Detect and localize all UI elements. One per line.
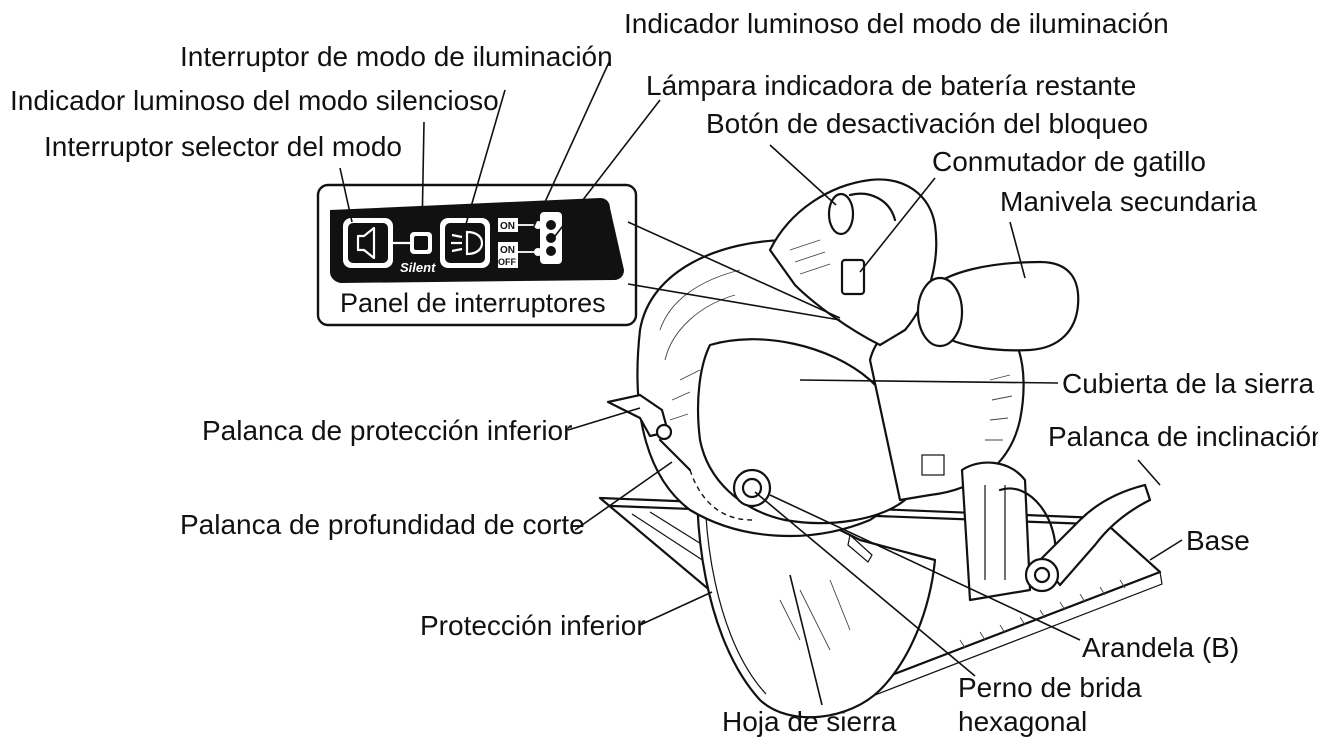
label-lower-guard: Protección inferior [420, 610, 646, 641]
leader-lines [339, 59, 1183, 706]
label-lower-guard-lever: Palanca de protección inferior [202, 415, 572, 446]
front-levers [606, 393, 873, 563]
label-base: Base [1186, 525, 1250, 556]
silent-label: Silent [400, 260, 436, 275]
label-depth-lever: Palanca de profundidad de corte [180, 509, 585, 540]
label-mode-selector: Interruptor selector del modo [44, 131, 402, 162]
on-label-bottom: ON [500, 245, 515, 256]
on-label-top: ON [500, 221, 515, 232]
lamp-icon [465, 230, 484, 256]
light-mode-switch [440, 218, 490, 268]
label-light-mode-switch: Interruptor de modo de iluminación [180, 41, 613, 72]
on-off-indicators: ON ON OFF [498, 218, 542, 268]
label-battery-lamp: Lámpara indicadora de batería restante [646, 70, 1136, 101]
silent-mode-indicator: Silent [400, 232, 436, 275]
bevel-bracket [960, 461, 1152, 602]
labels: Indicador luminoso del modo de iluminaci… [10, 8, 1318, 737]
label-saw-cover: Cubierta de la sierra [1062, 368, 1315, 399]
auxiliary-handle [916, 260, 1080, 352]
label-hex-bolt-line2: hexagonal [958, 706, 1087, 737]
label-light-mode-indicator: Indicador luminoso del modo de iluminaci… [624, 8, 1169, 39]
label-auxiliary-handle: Manivela secundaria [1000, 186, 1257, 217]
saw-illustration [598, 178, 1163, 719]
label-washer: Arandela (B) [1082, 632, 1239, 663]
mode-selector-switch [343, 218, 393, 268]
label-lock-off-button: Botón de desactivación del bloqueo [706, 108, 1148, 139]
panel-title: Panel de interruptores [340, 288, 606, 318]
label-hex-bolt-line1: Perno de brida [958, 672, 1142, 703]
off-label: OFF [498, 257, 516, 267]
label-saw-blade: Hoja de sierra [722, 706, 897, 737]
label-silent-indicator: Indicador luminoso del modo silencioso [10, 85, 499, 116]
label-trigger-switch: Conmutador de gatillo [932, 146, 1206, 177]
label-bevel-lever: Palanca de inclinación [1048, 421, 1318, 452]
speaker-icon [356, 226, 376, 260]
switch-panel: Silent ON ON OFF Panel de [316, 183, 841, 327]
indicator-lamps [540, 212, 562, 264]
saw-handle [768, 178, 938, 347]
